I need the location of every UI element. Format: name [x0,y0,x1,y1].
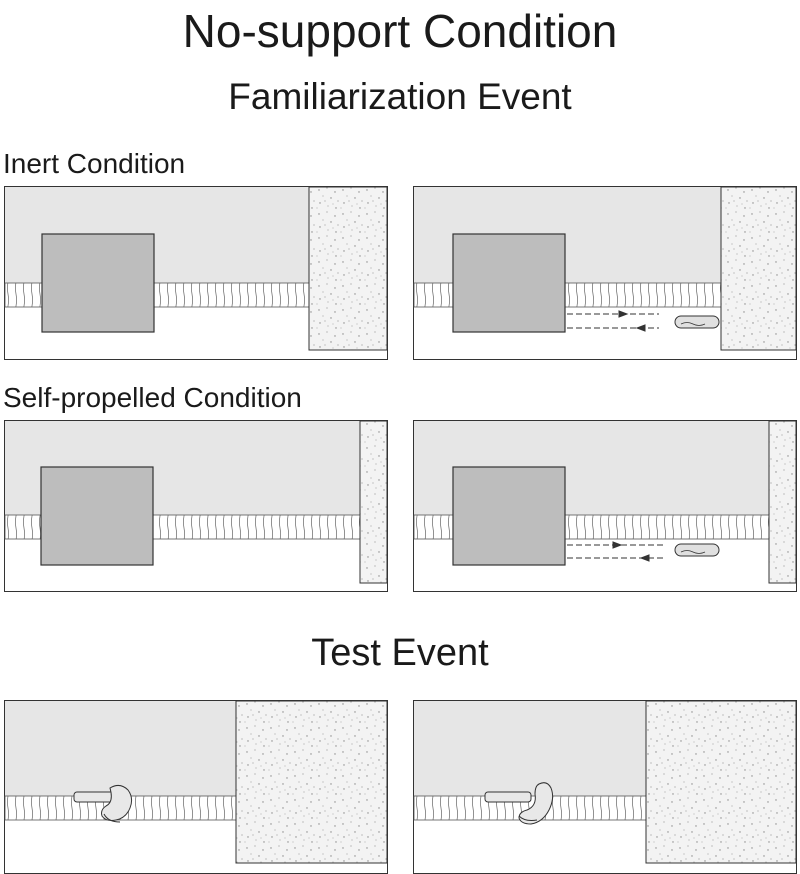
textured-block [235,700,388,864]
back-wall [5,701,236,796]
inert-condition-label: Inert Condition [3,148,186,179]
box [452,233,566,333]
test-panel-right [413,700,797,874]
inert-panel-right [413,186,797,360]
textured-block [720,186,797,351]
textured-block [359,420,388,584]
hand-object [674,315,720,329]
textured-block [308,186,388,351]
self-propelled-panel-left [4,420,388,592]
self-propelled-panel-right [413,420,797,592]
inert-panel-left [4,186,388,360]
back-wall [414,701,646,796]
box [452,466,566,566]
box [40,466,154,566]
test-panel-left [4,700,388,874]
hand-with-object [73,784,133,823]
test-event-heading: Test Event [311,632,489,674]
hand-object [674,543,720,557]
textured-block [768,420,797,584]
motion-arrows [567,310,659,332]
motion-arrows [567,541,663,562]
textured-block [645,700,797,864]
familiarization-event-heading: Familiarization Event [228,76,572,117]
hand-with-object [484,782,554,825]
box [41,233,155,333]
self-propelled-condition-label: Self-propelled Condition [3,382,302,413]
page-title: No-support Condition [182,5,618,57]
